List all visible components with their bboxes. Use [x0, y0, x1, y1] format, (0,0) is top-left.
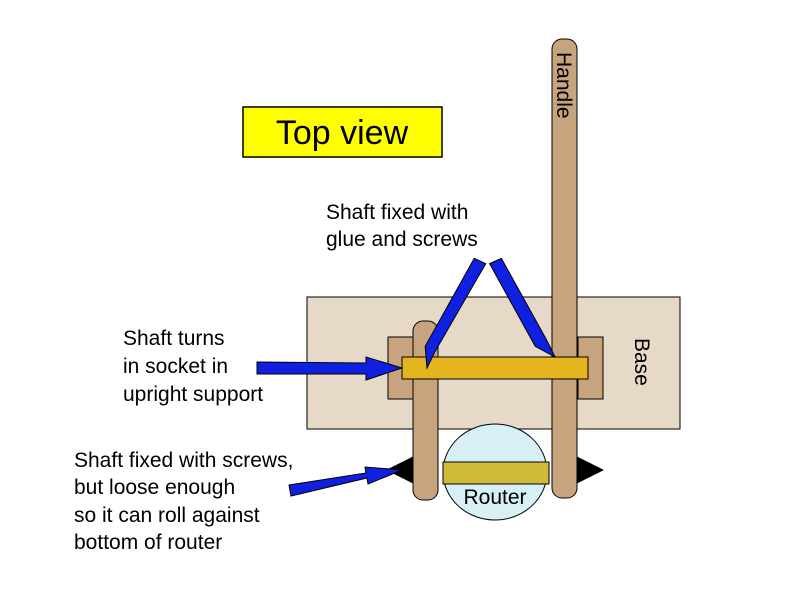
turns-callout-line3: upright support: [123, 383, 263, 406]
title-text: Top view: [276, 114, 409, 152]
lower-shaft: [442, 461, 550, 485]
arrow-shaft-turns: [256, 356, 404, 381]
arrow-glue-right: [488, 257, 557, 359]
turns-callout-line2: in socket in: [123, 355, 228, 378]
screws-callout-line3: so it can roll against: [74, 504, 260, 527]
title-box: [242, 106, 443, 158]
handle-label: Handle: [552, 52, 575, 119]
arrow-glue-left: [424, 257, 487, 370]
glue-callout-line1: Shaft fixed with: [326, 201, 468, 224]
turns-callout-line1: Shaft turns: [123, 327, 225, 350]
handle-bar: [551, 38, 578, 499]
screws-callout-line2: but loose enough: [74, 476, 235, 499]
arrow-screws: [288, 466, 403, 497]
screws-callout-line4: bottom of router: [74, 531, 222, 554]
router-label: Router: [463, 486, 526, 509]
glue-callout-line2: glue and screws: [326, 228, 478, 251]
screws-callout-line1: Shaft fixed with screws,: [74, 449, 293, 472]
base-label: Base: [630, 338, 653, 386]
